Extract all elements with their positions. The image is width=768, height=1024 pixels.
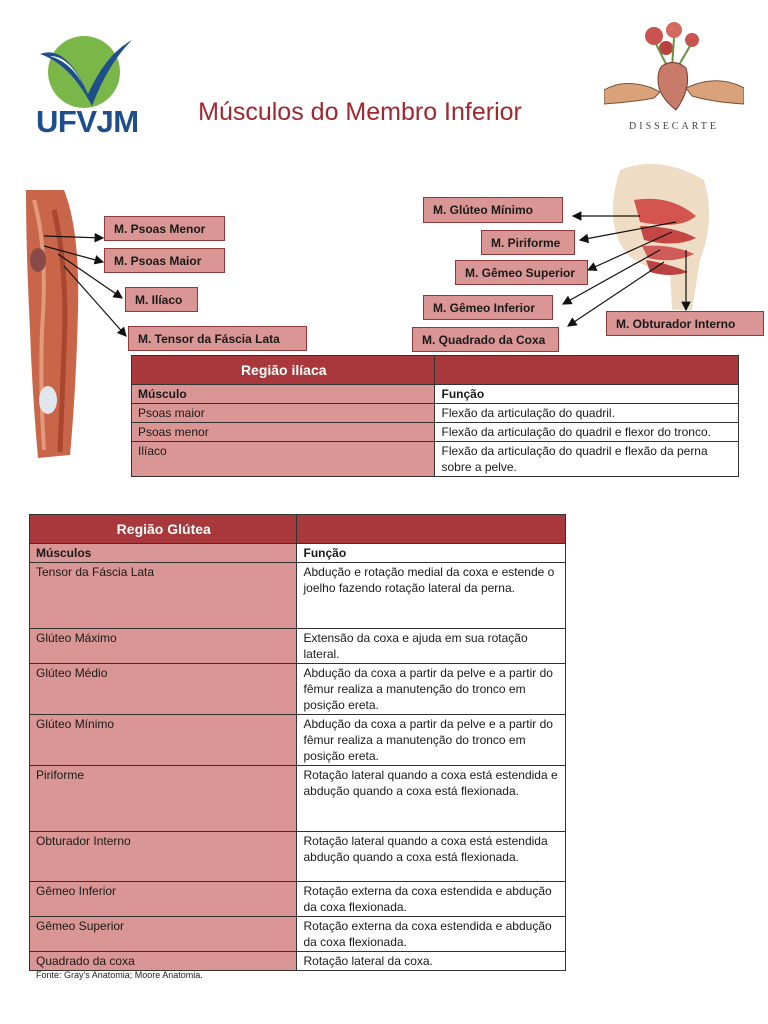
cell-function: Abdução da coxa a partir da pelve e a pa… <box>296 714 566 766</box>
thigh-muscles-illustration <box>26 190 79 458</box>
column-header-function: Função <box>296 543 566 563</box>
table-row: Glúteo Máximo Extensão da coxa e ajuda e… <box>28 628 566 664</box>
source-note: Fonte: Gray's Anatomia; Moore Anatomia. <box>36 970 203 980</box>
cell-muscle: Tensor da Fáscia Lata <box>28 562 298 629</box>
partner-logo-text: DISSECARTE <box>629 121 719 132</box>
table-row: Tensor da Fáscia Lata Abdução e rotação … <box>28 562 566 629</box>
table-row: Obturador Interno Rotação lateral quando… <box>28 831 566 882</box>
table-row: Glúteo Médio Abdução da coxa a partir da… <box>28 663 566 715</box>
cell-muscle: Ilíaco <box>130 441 436 477</box>
cell-muscle: Piriforme <box>28 765 298 832</box>
table-row: Piriforme Rotação lateral quando a coxa … <box>28 765 566 832</box>
label-obturador-interno: M. Obturador Interno <box>606 311 764 336</box>
cell-function: Flexão da articulação do quadril. <box>434 403 739 423</box>
label-psoas-maior: M. Psoas Maior <box>104 248 225 273</box>
cell-function: Rotação externa da coxa estendida e abdu… <box>296 881 566 917</box>
table-row: Gêmeo Inferior Rotação externa da coxa e… <box>28 881 566 917</box>
table-row: Gêmeo Superior Rotação externa da coxa e… <box>28 916 566 952</box>
cell-function: Abdução da coxa a partir da pelve e a pa… <box>296 663 566 715</box>
table-regiao-iliaca: Região ilíaca Músculo Função Psoas maior… <box>130 355 739 477</box>
cell-muscle: Glúteo Mínimo <box>28 714 298 766</box>
label-iliaco: M. Ilíaco <box>125 287 198 312</box>
cell-function: Flexão da articulação do quadril e flexã… <box>434 441 739 477</box>
table-regiao-glutea: Região Glútea Músculos Função Tensor da … <box>28 514 566 971</box>
cell-muscle: Psoas maior <box>130 403 436 423</box>
column-header-muscle: Músculos <box>28 543 298 563</box>
dissecarte-logo-icon <box>604 22 744 111</box>
cell-muscle: Gêmeo Inferior <box>28 881 298 917</box>
table-row: Quadrado da coxa Rotação lateral da coxa… <box>28 951 566 971</box>
label-tensor-fascia-lata: M. Tensor da Fáscia Lata <box>128 326 307 351</box>
table-title-spacer <box>296 514 566 544</box>
label-gemeo-superior: M. Gêmeo Superior <box>455 260 588 285</box>
column-header-function: Função <box>434 384 739 404</box>
cell-muscle: Glúteo Médio <box>28 663 298 715</box>
cell-function: Rotação externa da coxa estendida e abdu… <box>296 916 566 952</box>
table-title-spacer <box>434 355 739 385</box>
table-title: Região Glútea <box>28 514 298 544</box>
cell-function: Rotação lateral da coxa. <box>296 951 566 971</box>
cell-muscle: Obturador Interno <box>28 831 298 882</box>
label-gluteo-minimo: M. Glúteo Mínimo <box>423 197 563 223</box>
logo-text: UFVJM <box>36 104 139 139</box>
cell-function: Rotação lateral quando a coxa está esten… <box>296 765 566 832</box>
table-row: Psoas menor Flexão da articulação do qua… <box>130 422 739 442</box>
label-quadrado-coxa: M. Quadrado da Coxa <box>412 327 559 352</box>
table-row: Ilíaco Flexão da articulação do quadril … <box>130 441 739 477</box>
cell-function: Flexão da articulação do quadril e flexo… <box>434 422 739 442</box>
table-row: Psoas maior Flexão da articulação do qua… <box>130 403 739 423</box>
cell-function: Extensão da coxa e ajuda em sua rotação … <box>296 628 566 664</box>
label-gemeo-inferior: M. Gêmeo Inferior <box>423 295 553 320</box>
cell-muscle: Glúteo Máximo <box>28 628 298 664</box>
table-title: Região ilíaca <box>130 355 436 385</box>
cell-muscle: Gêmeo Superior <box>28 916 298 952</box>
cell-muscle: Psoas menor <box>130 422 436 442</box>
cell-muscle: Quadrado da coxa <box>28 951 298 971</box>
ufvjm-logo-icon <box>40 36 132 108</box>
cell-function: Abdução e rotação medial da coxa e esten… <box>296 562 566 629</box>
label-psoas-menor: M. Psoas Menor <box>104 216 225 241</box>
label-piriforme: M. Piriforme <box>481 230 575 255</box>
hip-muscles-illustration <box>612 163 710 310</box>
table-row: Glúteo Mínimo Abdução da coxa a partir d… <box>28 714 566 766</box>
page-title: Músculos do Membro Inferior <box>198 98 522 126</box>
column-header-muscle: Músculo <box>130 384 436 404</box>
cell-function: Rotação lateral quando a coxa está esten… <box>296 831 566 882</box>
